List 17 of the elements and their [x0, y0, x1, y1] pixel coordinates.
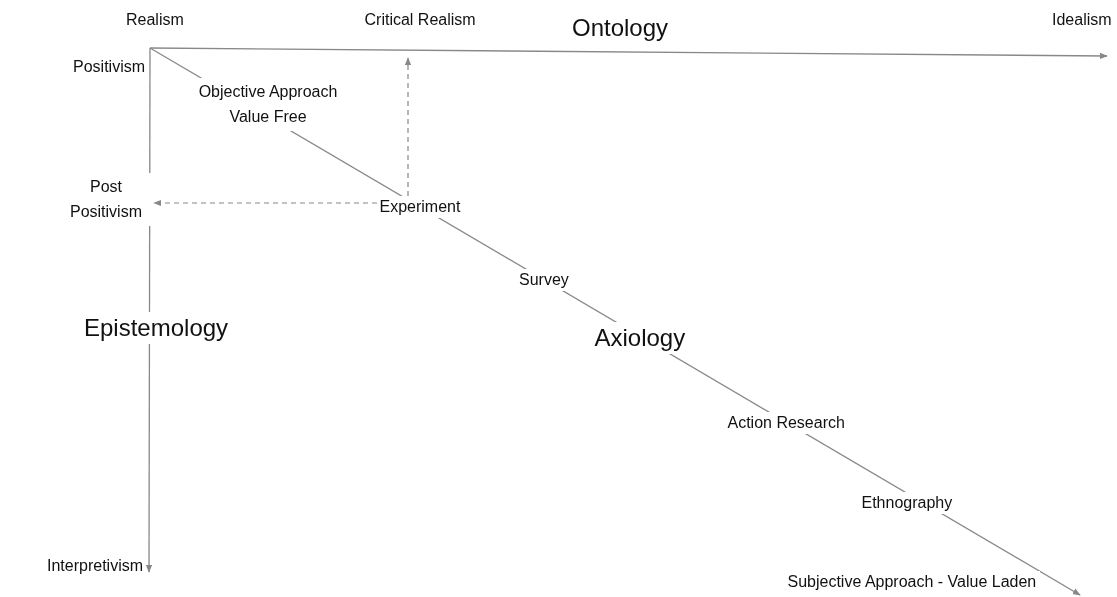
axis-title: Axiology: [593, 323, 687, 353]
scale-label: Positivism: [72, 57, 146, 77]
dashed-arrow: [404, 57, 412, 197]
method-label: Ethnography: [860, 493, 954, 513]
method-label: Survey: [518, 270, 570, 290]
text-label: Post Positivism: [58, 172, 154, 226]
axis-title: Epistemology: [83, 313, 230, 343]
axis-title: Ontology: [571, 13, 670, 43]
scale-label: Critical Realism: [363, 10, 477, 30]
approach-label: Objective Approach Value Free: [197, 81, 339, 128]
scale-label: Realism: [125, 10, 185, 30]
method-label: Action Research: [726, 413, 846, 433]
text-label: Experiment: [376, 196, 464, 218]
dashed-arrow: [153, 199, 378, 207]
scale-label: Interpretivism: [46, 556, 145, 576]
scale-label: Idealism: [1051, 10, 1113, 30]
approach-label: Subjective Approach - Value Laden: [786, 572, 1038, 592]
